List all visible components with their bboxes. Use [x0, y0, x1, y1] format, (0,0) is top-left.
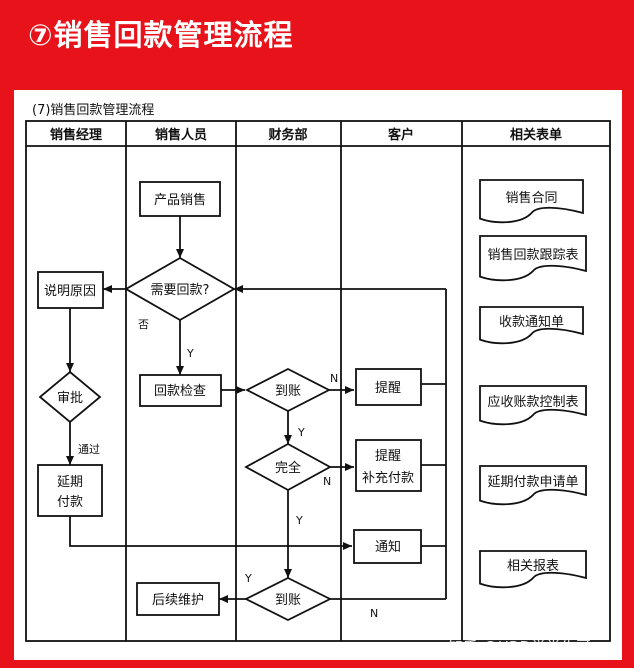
column-header-sales-manager: 销售经理 — [50, 127, 102, 143]
node-received-decision-2 — [243, 576, 333, 622]
node-follow-up-label: 后续维护 — [152, 593, 204, 608]
node-need-payment-decision — [124, 256, 236, 322]
column-header-customer: 客户 — [388, 127, 414, 143]
edge-label-y4: Y — [244, 572, 252, 585]
node-notify-label: 通知 — [375, 539, 401, 555]
node-remind-supplement-line2: 补充付款 — [362, 470, 414, 486]
form-document-shape — [479, 550, 587, 589]
node-received-1-label: 到账 — [275, 384, 301, 399]
node-remind — [355, 368, 422, 406]
node-explain-reason — [37, 271, 104, 309]
diagram-caption: (7)销售回款管理流程 — [32, 102, 154, 118]
form-label: 相关报表 — [507, 559, 559, 574]
form-label: 销售合同 — [505, 190, 557, 206]
form-document-shape — [479, 385, 587, 426]
edge-label-y2: Y — [297, 426, 305, 439]
node-remind-label: 提醒 — [375, 380, 401, 396]
node-approve-decision — [38, 370, 102, 424]
edge-label-n1: N — [330, 372, 338, 385]
column-header-forms: 相关表单 — [510, 127, 562, 143]
form-document-shape — [479, 179, 584, 224]
node-extend-line2: 付款 — [57, 495, 83, 510]
column-header-finance: 财务部 — [268, 127, 307, 143]
node-complete-label: 完全 — [275, 460, 301, 476]
node-approve-label: 审批 — [57, 391, 83, 406]
node-extend-payment — [37, 464, 103, 517]
column-header-sales-staff: 销售人员 — [155, 127, 207, 143]
form-label: 应收账款控制表 — [487, 394, 578, 410]
edge-label-n3: N — [370, 607, 378, 620]
form-document-shape — [479, 235, 587, 282]
swimlane-border — [25, 120, 611, 642]
node-remind-supplement-line1: 提醒 — [375, 448, 401, 464]
edge-extend-to-notify — [69, 516, 352, 550]
node-payment-check-label: 回款检查 — [154, 384, 206, 399]
form-label: 收款通知单 — [499, 314, 564, 330]
edge-label-yes: Y — [186, 347, 194, 360]
node-complete-decision — [244, 442, 332, 492]
banner-title: ⑦销售回款管理流程 — [28, 18, 294, 52]
edge-label-no: 否 — [138, 318, 149, 331]
form-label: 销售回款跟踪表 — [487, 247, 578, 263]
node-need-payment-label: 需要回款? — [151, 283, 210, 298]
edge-label-pass: 通过 — [78, 443, 100, 456]
form-document-shape — [479, 465, 587, 506]
node-payment-check — [139, 374, 222, 407]
node-received-2-label: 到账 — [275, 593, 301, 608]
node-product-sales-label: 产品销售 — [154, 192, 206, 208]
node-explain-reason-label: 说明原因 — [44, 284, 96, 299]
watermark: 知乎 @HRD学堂牛哥 — [448, 638, 591, 656]
edge-label-y3: Y — [295, 514, 303, 527]
edge-label-n2: N — [323, 475, 331, 488]
node-notify — [353, 529, 422, 564]
node-follow-up — [136, 582, 220, 616]
node-remind-supplement — [355, 439, 422, 492]
form-label: 延期付款申请单 — [487, 475, 578, 490]
form-document-shape — [479, 306, 584, 345]
node-extend-line1: 延期 — [57, 475, 83, 490]
node-received-decision-1 — [245, 367, 331, 413]
node-product-sales — [139, 181, 221, 217]
